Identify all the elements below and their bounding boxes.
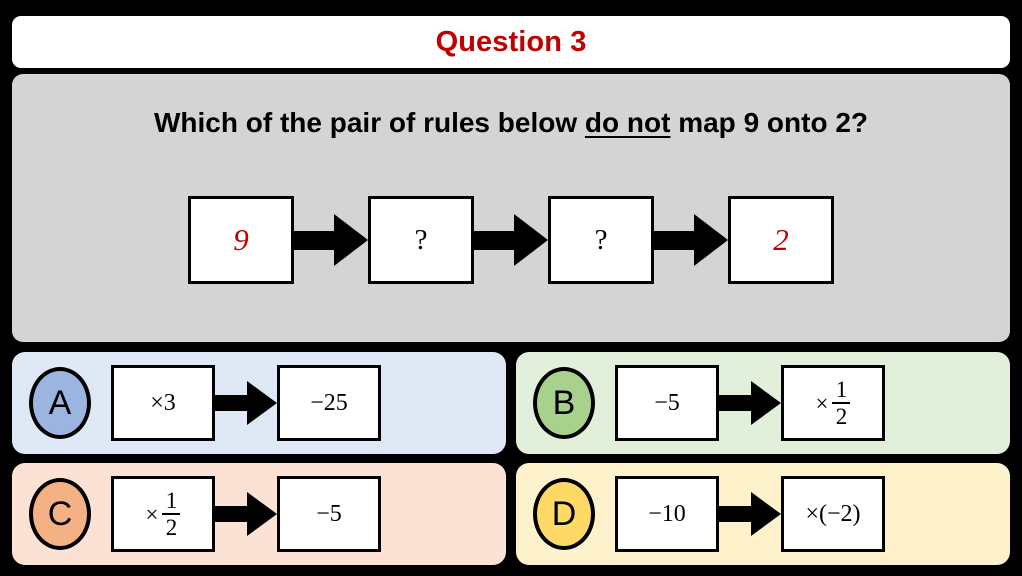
option-rule-box-a-2: −25	[277, 365, 381, 441]
option-rule-box-c-1: × 1 2	[111, 476, 215, 552]
right-block-arrow-icon	[215, 381, 277, 425]
machine-output-value: 2	[773, 222, 789, 257]
option-rule-chain-a: ×3 −25	[111, 365, 381, 441]
option-rule-box-c-2: −5	[277, 476, 381, 552]
option-rule-box-d-1: −10	[615, 476, 719, 552]
machine-rule-box-1: ?	[368, 196, 474, 284]
right-block-arrow-icon	[719, 381, 781, 425]
machine-rule-value-1: ?	[414, 223, 428, 256]
fraction-expression: × 1 2	[815, 376, 851, 429]
fraction: 1 2	[832, 376, 851, 429]
machine-input-box: 9	[188, 196, 294, 284]
question-text: Which of the pair of rules below do not …	[12, 107, 1010, 139]
option-rule-box-b-1: −5	[615, 365, 719, 441]
fraction-expression: × 1 2	[145, 487, 181, 540]
machine-input-value: 9	[233, 222, 249, 257]
right-block-arrow-icon	[294, 214, 368, 266]
fraction-numerator: 1	[835, 376, 848, 402]
right-block-arrow-icon	[719, 492, 781, 536]
fraction-bar	[162, 513, 181, 515]
fraction: 1 2	[162, 487, 181, 540]
question-emphasis: do not	[584, 107, 671, 138]
machine-output-box: 2	[728, 196, 834, 284]
option-rule-box-a-1: ×3	[111, 365, 215, 441]
answer-option-b[interactable]: B −5 × 1 2	[516, 352, 1010, 454]
machine-rule-value-2: ?	[594, 223, 608, 256]
option-badge-a[interactable]: A	[29, 367, 91, 439]
option-rule-chain-d: −10 ×(−2)	[615, 476, 885, 552]
answer-option-a[interactable]: A ×3 −25	[12, 352, 506, 454]
question-suffix: map 9 onto 2?	[670, 107, 869, 138]
option-rule-chain-c: × 1 2 −5	[111, 476, 381, 552]
option-rule-box-d-2: ×(−2)	[781, 476, 885, 552]
page-title: Question 3	[435, 25, 587, 58]
fraction-denominator: 2	[165, 515, 178, 540]
right-block-arrow-icon	[474, 214, 548, 266]
fraction-operator: ×	[815, 390, 829, 416]
question-prefix: Which of the pair of rules below	[153, 107, 585, 138]
option-rule-chain-b: −5 × 1 2	[615, 365, 885, 441]
right-block-arrow-icon	[654, 214, 728, 266]
option-badge-c[interactable]: C	[29, 478, 91, 550]
function-machine-chain: 9 ? ? 2	[12, 196, 1010, 284]
fraction-denominator: 2	[835, 404, 848, 429]
machine-rule-box-2: ?	[548, 196, 654, 284]
question-panel: Which of the pair of rules below do not …	[12, 74, 1010, 342]
fraction-operator: ×	[145, 501, 159, 527]
title-bar: Question 3	[12, 16, 1010, 68]
answer-option-d[interactable]: D −10 ×(−2)	[516, 463, 1010, 565]
fraction-bar	[832, 402, 851, 404]
option-badge-b[interactable]: B	[533, 367, 595, 439]
fraction-numerator: 1	[165, 487, 178, 513]
option-badge-d[interactable]: D	[533, 478, 595, 550]
option-rule-box-b-2: × 1 2	[781, 365, 885, 441]
right-block-arrow-icon	[215, 492, 277, 536]
answer-option-c[interactable]: C × 1 2 −5	[12, 463, 506, 565]
